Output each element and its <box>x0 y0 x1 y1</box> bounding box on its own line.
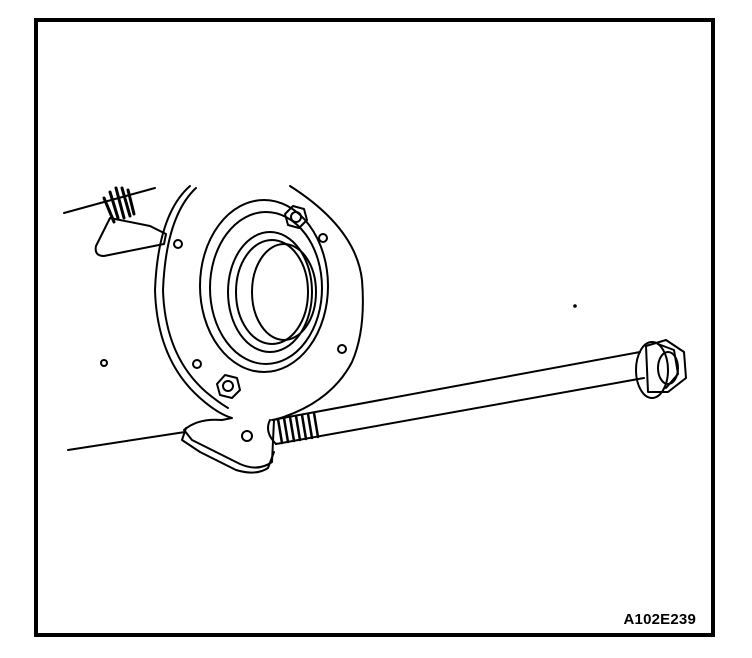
bearing-housing <box>199 199 329 373</box>
housing-body <box>63 187 186 451</box>
lower-mounting-tab <box>181 427 275 474</box>
through-bolt <box>267 339 687 445</box>
flange-nut-lower <box>216 374 241 399</box>
flange-plate <box>154 185 364 469</box>
upper-bracket <box>94 217 167 257</box>
figure-code: A102E239 <box>623 611 696 628</box>
wire-connector <box>102 186 136 224</box>
figure-frame <box>34 18 715 637</box>
flange-nut-upper <box>284 205 308 229</box>
